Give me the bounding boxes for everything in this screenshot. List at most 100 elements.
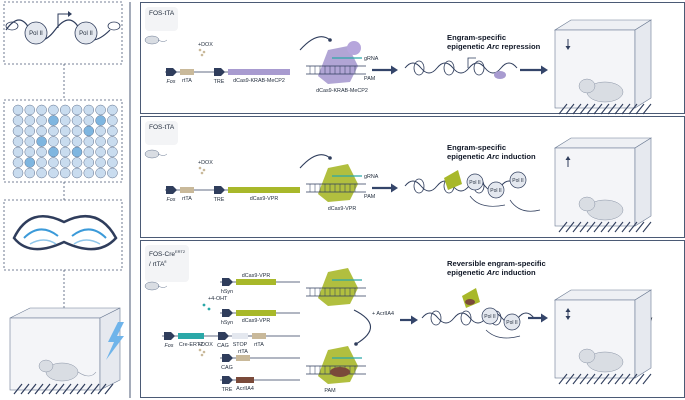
cell — [71, 167, 83, 179]
cell — [36, 104, 47, 116]
performance-text: Reduced memory performance — [597, 33, 648, 46]
shock-grid — [13, 383, 114, 395]
heading-gene: Arc — [486, 152, 500, 161]
cell — [107, 115, 118, 126]
lightning-icon — [106, 322, 124, 360]
cell — [95, 104, 106, 116]
cell — [107, 125, 118, 137]
heading-line1: Reversible engram-specific — [447, 259, 546, 268]
performance-text: Reversible memory performance — [597, 317, 653, 330]
cell — [24, 115, 36, 126]
panel-tag: FOS-tTA — [145, 7, 179, 31]
panel-tag: FOS-CreERT2 / rtTAfl — [145, 245, 190, 283]
cell — [12, 104, 24, 116]
tag-line2: / rtTA — [149, 261, 165, 269]
grid-bar — [13, 383, 23, 395]
grid-bar — [55, 383, 65, 395]
performance-label: Reversible memory performance — [597, 317, 667, 331]
heading-line2: epigenetic — [447, 268, 487, 277]
heading-post: induction — [499, 152, 536, 161]
heading-line2: epigenetic — [447, 152, 487, 161]
cell — [71, 146, 83, 158]
grid-bar — [69, 383, 79, 395]
grid-bar — [41, 383, 51, 395]
cell — [59, 146, 71, 158]
cell — [24, 157, 36, 168]
cell — [36, 157, 47, 168]
cell — [107, 167, 118, 179]
tag-sup: ERT2 — [175, 249, 186, 254]
cell — [36, 115, 47, 126]
panel-heading: Reversible engram-specific epigenetic Ar… — [447, 259, 607, 277]
performance-text: Increased memory performance — [597, 153, 651, 166]
cell — [12, 167, 24, 179]
pol-ii-circle — [74, 21, 98, 45]
heading-line1: Engram-specific — [447, 143, 507, 152]
cell — [83, 125, 95, 137]
cell — [24, 146, 36, 158]
grid-bar — [83, 383, 93, 395]
cell — [48, 167, 59, 179]
panel-tag: FOS-tTA — [145, 121, 179, 145]
cell — [12, 136, 24, 147]
cell — [83, 167, 95, 179]
cell — [107, 104, 118, 116]
cell — [24, 104, 36, 116]
cell — [95, 157, 106, 168]
cell — [59, 157, 71, 168]
heading-gene: Arc — [486, 42, 500, 51]
cell — [36, 167, 47, 179]
cell — [95, 125, 106, 137]
grid-bar — [90, 383, 100, 395]
cell — [71, 125, 83, 137]
cell — [59, 167, 71, 179]
cell — [83, 146, 95, 158]
cell — [24, 125, 36, 137]
cell — [83, 157, 95, 168]
cell — [59, 125, 71, 137]
pol-ii-circle — [24, 21, 48, 45]
grid-bar — [34, 383, 44, 395]
cell — [59, 104, 71, 116]
cell — [36, 146, 47, 158]
cell — [95, 167, 106, 179]
cell — [71, 104, 83, 116]
cell — [83, 115, 95, 126]
cell — [59, 115, 71, 126]
cell — [95, 136, 106, 147]
grid-bar — [76, 383, 86, 395]
chromatin-box — [3, 1, 123, 65]
cell — [107, 136, 118, 147]
left-column: Pol II Pol II — [0, 0, 130, 400]
performance-label: Increased memory performance — [597, 153, 667, 167]
pol-ii-label: Pol II — [79, 31, 93, 37]
cell — [83, 136, 95, 147]
grid-bar — [97, 383, 107, 395]
heading-line2: epigenetic — [447, 42, 487, 51]
cell — [59, 136, 71, 147]
cell-grid — [12, 104, 118, 179]
heading-post: repression — [499, 42, 541, 51]
grid-bar — [48, 383, 58, 395]
cell — [48, 115, 59, 126]
left-column-svg: Pol II Pol II — [3, 1, 124, 395]
panel-heading: Engram-specific epigenetic Arc induction — [447, 143, 607, 161]
cell — [48, 104, 59, 116]
panel-repression: FOS-tTA Engram-specific epigenetic Arc r… — [140, 2, 685, 114]
panel-tag-label: FOS-tTA — [149, 124, 175, 131]
heading-post: induction — [499, 268, 536, 277]
cell — [107, 157, 118, 168]
cell — [48, 157, 59, 168]
cell — [24, 136, 36, 147]
performance-label: Reduced memory performance — [597, 33, 667, 47]
tag-main: FOS-Cre — [149, 251, 175, 259]
cell — [12, 115, 24, 126]
grid-bar — [20, 383, 30, 395]
cell — [12, 125, 24, 137]
cell — [71, 157, 83, 168]
grid-bar — [62, 383, 72, 395]
cell — [36, 125, 47, 137]
cell — [48, 125, 59, 137]
cell — [12, 157, 24, 168]
cell — [107, 146, 118, 158]
